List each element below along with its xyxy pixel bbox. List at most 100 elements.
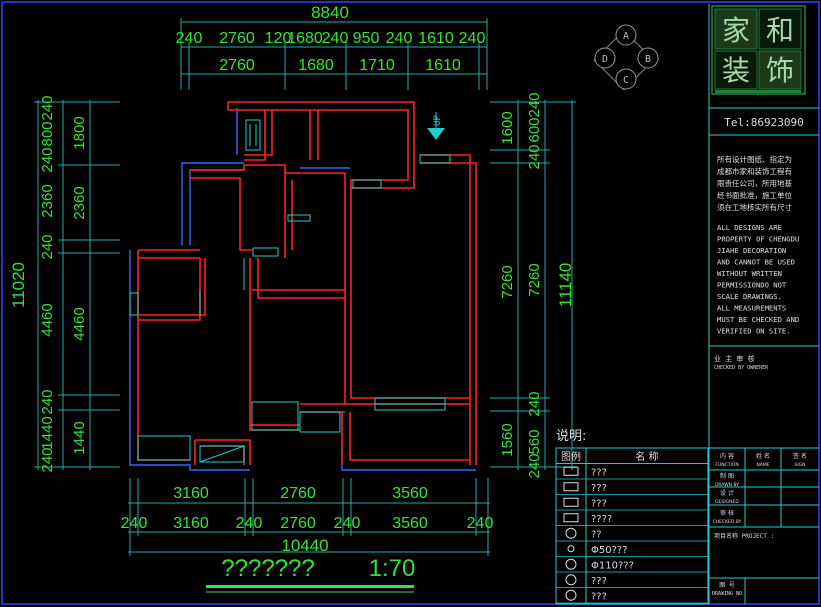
drawing-no-cn: 图 号 [719, 582, 735, 589]
notice-cn-line: 限责任公司，所用地基 [717, 178, 792, 188]
drawing-no-en: DRAWING NO [712, 591, 742, 597]
top-dim-label: 240 [459, 30, 486, 47]
marker-a: A [623, 31, 629, 42]
top-dim-label: 1680 [287, 30, 323, 47]
company-logo: 家 和 装 饰 [711, 5, 806, 95]
notice-en-line: PERMISSIONDO NOT [717, 281, 787, 290]
stair-up-arrow: UP [427, 112, 445, 140]
title-block-row-cn: 制 图 [720, 472, 734, 480]
left-dim-label: 240 [39, 95, 56, 120]
notice-en-line: VERIFIED ON SITE. [717, 327, 791, 336]
left-dim-label: 1800 [71, 116, 88, 149]
hatched-circle-icon [565, 527, 577, 539]
right-dimensions [490, 100, 576, 470]
top-dim-label: 1610 [425, 57, 461, 74]
legend-item-label: ??? [591, 483, 607, 494]
right-dim-label: 240 [526, 391, 543, 416]
marker-c: C [623, 75, 629, 86]
notice-en-line: AND CANNOT BE USED [717, 258, 795, 267]
notice-en-line: WITHOUT WRITTEN [717, 269, 782, 278]
legend-table [555, 447, 709, 605]
bottom-total-dimension: 10440 [281, 536, 328, 555]
notice-cn-line: 须在工地核实所有尺寸 [717, 202, 792, 212]
legend-item-label: Φ50??? [591, 545, 628, 556]
bottom-dim-label: 240 [334, 515, 361, 532]
notice-cn-line: 成都市家和装饰工程有 [717, 166, 792, 176]
legend-item-label: ??? [591, 467, 607, 478]
right-dim-label: 240 [526, 453, 543, 478]
left-dimensions [34, 100, 120, 470]
top-dim-label: 240 [322, 30, 349, 47]
legend-header-name: 名 称 [635, 450, 658, 463]
left-total-dimension: 11020 [9, 262, 28, 308]
logo-char-4: 饰 [766, 54, 794, 87]
bottom-dim-label: 2760 [280, 515, 316, 532]
legend-title: 说明: [556, 429, 586, 444]
info-panel [708, 4, 819, 604]
logo-char-3: 装 [722, 54, 750, 87]
notice-en-line: MUST BE CHECKED AND [717, 315, 799, 324]
bottom-dim-label: 240 [467, 515, 494, 532]
title-block-row-en: CHECKED BY [713, 519, 742, 525]
right-dim-label: 600 [526, 117, 543, 142]
logo-char-2: 和 [766, 14, 794, 47]
double-switch-icon [563, 482, 579, 492]
bottom-dim-label: 240 [121, 515, 148, 532]
right-dim-label: 7260 [499, 265, 516, 298]
crossed-circle-icon [565, 558, 577, 570]
owner-review-en: CHECKED BY OWNERER [714, 365, 769, 371]
right-total-dimension: 11140 [556, 263, 575, 308]
top-dim-label: 2760 [219, 57, 255, 74]
right-dim-label: 560 [526, 429, 543, 454]
right-dim-label: 1600 [499, 111, 516, 144]
notice-cn-line: 所有设计图纸、指定为 [717, 154, 792, 164]
left-dim-label: 240 [39, 234, 56, 259]
top-dimensions [180, 18, 488, 90]
title-underline [206, 585, 414, 588]
title-block-row-cn: 审 核 [720, 509, 734, 517]
left-dim-label: 2360 [71, 186, 88, 219]
notice-en-line: ALL DESIGNS ARE [717, 223, 782, 232]
section-markers: A B C D [593, 24, 659, 91]
marker-b: B [645, 54, 651, 65]
walls-red [137, 101, 477, 465]
left-dim-label: 2360 [39, 184, 56, 217]
left-dim-label: 240 [39, 447, 56, 472]
legend-item-label: ??? [591, 576, 607, 587]
windows [129, 119, 451, 463]
small-circle-icon [567, 545, 575, 553]
marker-d: D [602, 54, 608, 65]
left-dim-label: 240 [39, 147, 56, 172]
title-block-row-cn: 设 计 [720, 489, 734, 497]
notice-en-line: SCALE DRAWINGS. [717, 292, 782, 301]
bottom-dim-label: 3160 [173, 485, 209, 502]
blank-icon [565, 589, 577, 601]
title-block-header-en: SIGN [794, 462, 805, 468]
right-dim-label: 240 [526, 92, 543, 117]
title-block-header-cn: 签 名 [793, 452, 807, 460]
legend-header-symbol: 图例 [561, 450, 581, 463]
bottom-dim-label: 2760 [280, 485, 316, 502]
top-dim-label: 240 [386, 30, 413, 47]
logo-char-1: 家 [722, 14, 750, 47]
top-dim-label: 1680 [298, 57, 334, 74]
left-dim-label: 4460 [39, 303, 56, 336]
left-dim-label: 800 [39, 121, 56, 146]
right-dim-label: 240 [526, 144, 543, 169]
title-block-row-en: DRAWN BY [715, 482, 739, 488]
telephone: Tel:86923090 [724, 116, 803, 129]
notice-en-line: ALL MEASUREMENTS [717, 304, 786, 313]
socket-icon [563, 497, 579, 507]
up-label: UP [433, 115, 443, 126]
legend-item-label: Φ110??? [591, 560, 634, 571]
title-block-header-cn: 姓 名 [756, 452, 770, 460]
